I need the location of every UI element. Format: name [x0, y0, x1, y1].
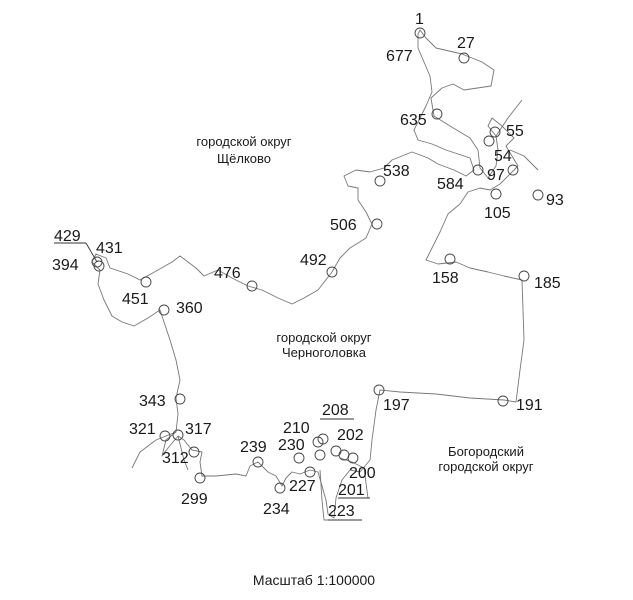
- point-label-239: 239: [240, 439, 267, 456]
- marker-451[interactable]: [140, 276, 152, 288]
- point-label-230: 230: [278, 437, 305, 454]
- point-label-429: 429: [54, 228, 81, 245]
- point-label-27: 27: [457, 35, 475, 52]
- point-label-321: 321: [129, 421, 156, 438]
- marker-200[interactable]: [347, 452, 359, 464]
- point-markers: [91, 27, 544, 494]
- point-label-93: 93: [546, 192, 564, 209]
- marker-201[interactable]: [338, 449, 350, 461]
- marker-230[interactable]: [293, 452, 305, 464]
- marker-223[interactable]: [314, 449, 326, 461]
- leader-429-tick: [85, 242, 98, 263]
- boundary-spur-southwest: [131, 431, 177, 469]
- point-label-208: 208: [322, 402, 349, 419]
- point-label-312: 312: [162, 450, 189, 467]
- region-label-bogorodsky-line1: Богородский: [448, 444, 524, 459]
- point-label-635: 635: [400, 112, 427, 129]
- point-label-431: 431: [96, 240, 123, 257]
- point-label-55: 55: [506, 123, 524, 140]
- point-label-191: 191: [516, 397, 543, 414]
- marker-54[interactable]: [483, 135, 495, 147]
- marker-343[interactable]: [174, 393, 186, 405]
- point-label-54: 54: [494, 148, 512, 165]
- point-label-202: 202: [337, 427, 364, 444]
- boundary-spur-south: [177, 435, 189, 471]
- marker-538[interactable]: [374, 175, 386, 187]
- marker-360[interactable]: [158, 304, 170, 316]
- region-label-chernogolovka-line2: Черноголовка: [282, 345, 367, 360]
- point-label-201: 201: [338, 482, 365, 499]
- marker-105[interactable]: [490, 188, 502, 200]
- marker-506[interactable]: [371, 218, 383, 230]
- point-label-223: 223: [328, 503, 355, 520]
- region-label-bogorodsky-line2: городской округ: [438, 459, 533, 474]
- point-label-197: 197: [383, 397, 410, 414]
- marker-185[interactable]: [518, 270, 530, 282]
- marker-208[interactable]: [317, 433, 329, 445]
- marker-27[interactable]: [458, 52, 470, 64]
- marker-394[interactable]: [93, 260, 105, 272]
- point-label-584: 584: [437, 176, 464, 193]
- point-label-200: 200: [349, 465, 376, 482]
- marker-492[interactable]: [326, 266, 338, 278]
- point-label-317: 317: [185, 421, 212, 438]
- point-label-538: 538: [383, 163, 410, 180]
- marker-234[interactable]: [274, 482, 286, 494]
- point-label-677: 677: [386, 48, 413, 65]
- point-label-492: 492: [300, 252, 327, 269]
- marker-476[interactable]: [246, 280, 258, 292]
- marker-202[interactable]: [330, 445, 342, 457]
- point-label-1: 1: [415, 11, 424, 28]
- marker-227[interactable]: [304, 466, 316, 478]
- point-label-360: 360: [176, 300, 203, 317]
- point-label-105: 105: [484, 205, 511, 222]
- point-label-451: 451: [122, 291, 149, 308]
- point-label-227: 227: [289, 478, 316, 495]
- marker-93[interactable]: [532, 189, 544, 201]
- region-label-shchelkovo-line2: Щёлково: [217, 151, 271, 166]
- marker-317[interactable]: [172, 429, 184, 441]
- point-label-234: 234: [263, 501, 290, 518]
- point-label-299: 299: [181, 491, 208, 508]
- point-label-210: 210: [283, 420, 310, 437]
- marker-55[interactable]: [489, 126, 501, 138]
- scale-label: Масштаб 1:100000: [253, 572, 375, 588]
- marker-97[interactable]: [507, 164, 519, 176]
- marker-1[interactable]: [414, 27, 426, 39]
- marker-312[interactable]: [188, 446, 200, 458]
- point-label-158: 158: [432, 270, 459, 287]
- marker-321[interactable]: [159, 430, 171, 442]
- marker-191[interactable]: [497, 395, 509, 407]
- marker-197[interactable]: [373, 384, 385, 396]
- point-label-185: 185: [534, 275, 561, 292]
- point-label-97: 97: [487, 167, 505, 184]
- marker-158[interactable]: [444, 253, 456, 265]
- marker-239[interactable]: [252, 456, 264, 468]
- marker-584[interactable]: [472, 164, 484, 176]
- point-label-394: 394: [52, 257, 79, 274]
- marker-635[interactable]: [431, 108, 443, 120]
- point-label-506: 506: [330, 217, 357, 234]
- boundary-spur-east-2: [509, 149, 539, 171]
- marker-299[interactable]: [194, 472, 206, 484]
- region-label-chernogolovka-line1: городской округ: [276, 330, 371, 345]
- point-label-476: 476: [214, 265, 241, 282]
- district-boundary: [91, 29, 525, 519]
- point-label-343: 343: [139, 393, 166, 410]
- region-label-shchelkovo-line1: городской округ: [196, 134, 291, 149]
- point-labels: 1 27 677 635 55 54 97 93 584 538 105 506…: [52, 11, 564, 520]
